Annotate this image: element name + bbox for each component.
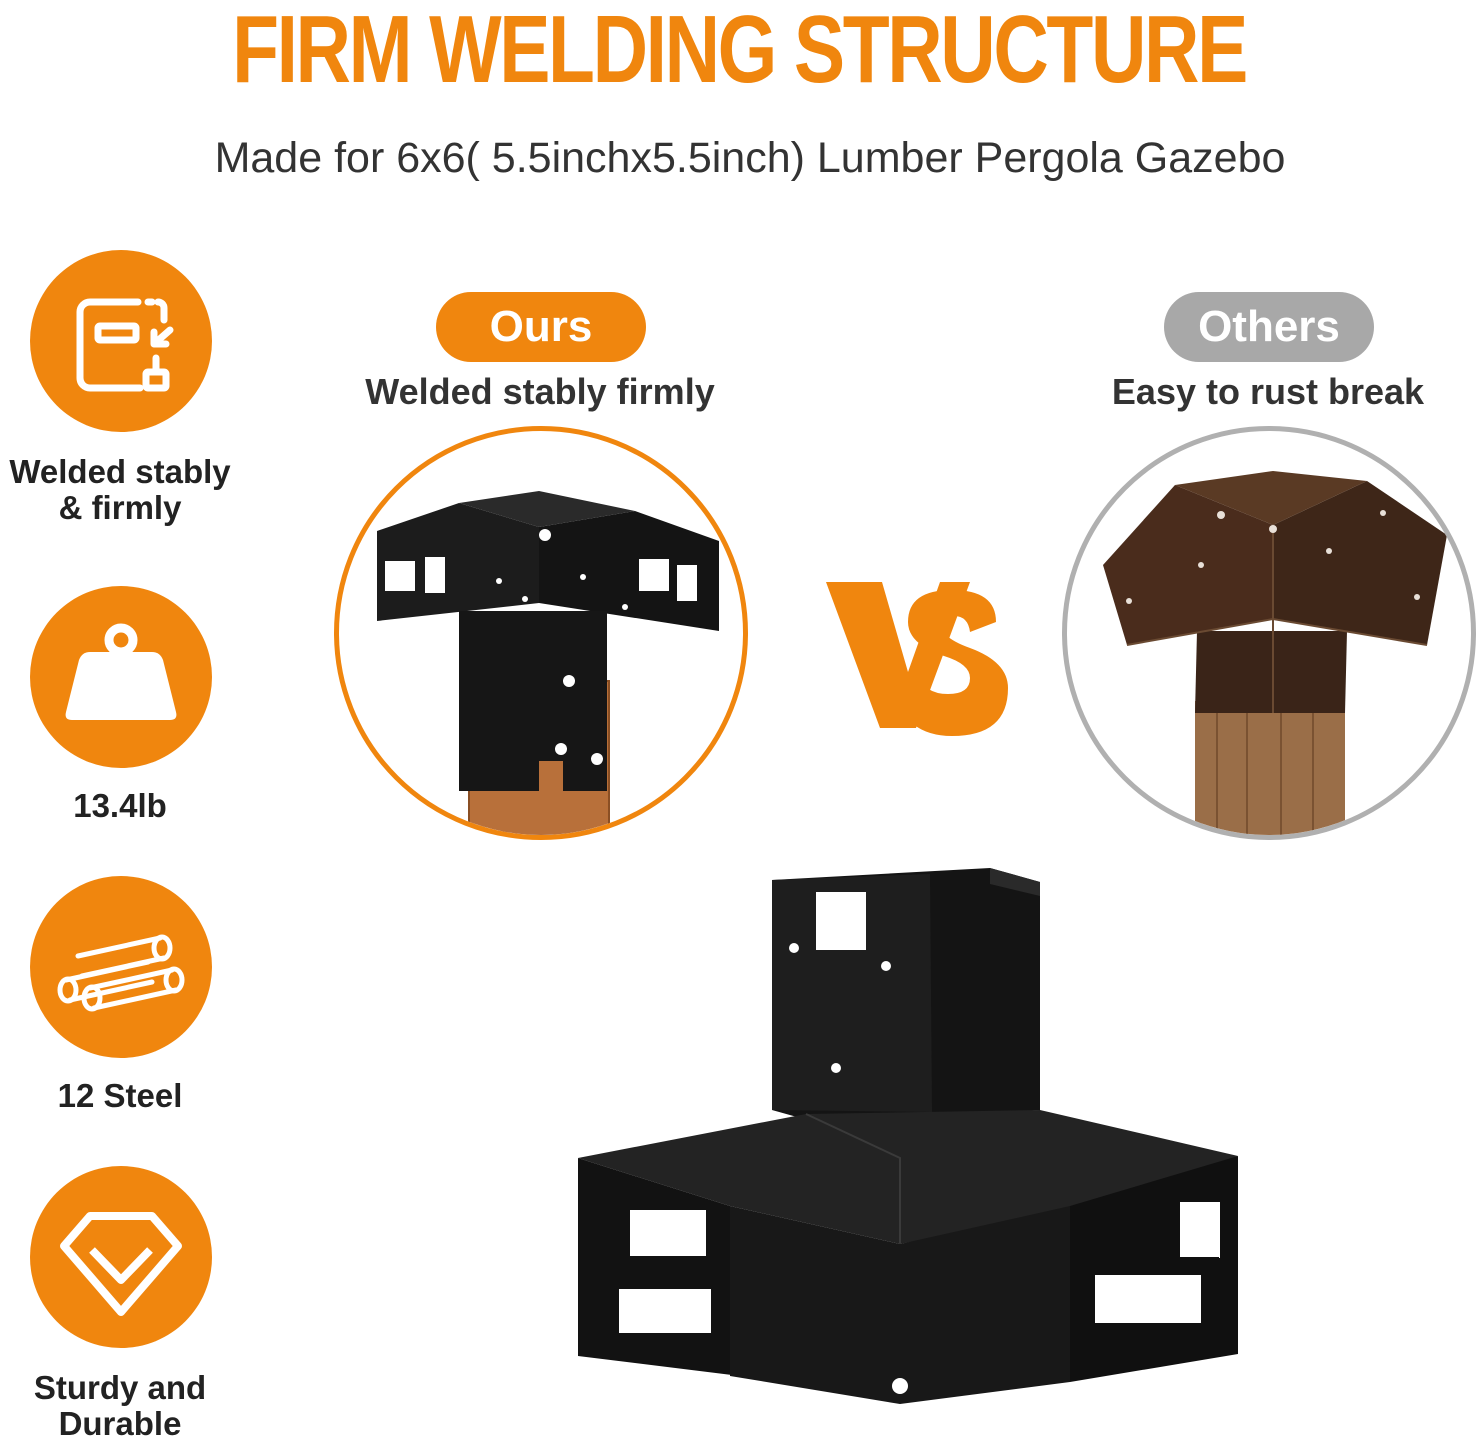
feature-label: 12 Steel: [0, 1078, 240, 1114]
ours-bracket-image: [334, 426, 748, 840]
feature-weight: 13.4lb: [30, 586, 212, 824]
feature-durable: Sturdy and Durable: [30, 1166, 212, 1442]
feature-label: Sturdy and Durable: [0, 1370, 240, 1442]
page-title: FIRM WELDING STRUCTURE: [232, 0, 1248, 103]
ours-caption: Welded stably firmly: [365, 371, 715, 412]
others-bracket-image: [1062, 426, 1476, 840]
bracket-product-image: [570, 862, 1250, 1422]
welding-icon: [30, 250, 212, 432]
feature-label-line: 13.4lb: [73, 787, 167, 824]
feature-label-line: & firmly: [58, 489, 182, 526]
vs-label: VS: [820, 560, 1020, 750]
feature-label-line: Sturdy and: [33, 1369, 207, 1406]
feature-welding: Welded stably & firmly: [9, 250, 231, 526]
others-badge: Others: [1164, 292, 1374, 362]
weight-icon: [30, 586, 212, 768]
page-subtitle: Made for 6x6( 5.5inchx5.5inch) Lumber Pe…: [214, 134, 1286, 182]
feature-steel: 12 Steel: [30, 876, 212, 1114]
diamond-icon: [30, 1166, 212, 1348]
others-caption: Easy to rust break: [1111, 371, 1425, 412]
steel-pipes-icon: [30, 876, 212, 1058]
feature-label: Welded stably & firmly: [0, 454, 240, 526]
feature-label: 13.4lb: [0, 788, 240, 824]
ours-badge: Ours: [436, 292, 646, 362]
feature-label-line: Welded stably: [9, 453, 231, 490]
feature-label-line: Durable: [58, 1405, 182, 1442]
feature-label-line: 12 Steel: [57, 1077, 183, 1114]
